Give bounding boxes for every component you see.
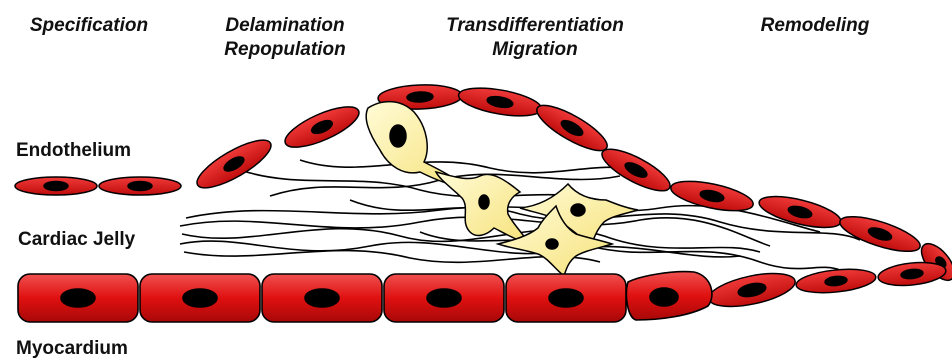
endothelial-cell	[280, 99, 364, 155]
endothelial-cell	[457, 83, 544, 121]
delaminating-cell	[366, 102, 466, 188]
endothelial-cell	[795, 266, 877, 296]
myocardial-cell	[626, 272, 711, 320]
endothelial-cell	[668, 176, 755, 217]
endothelial-cell	[15, 177, 97, 195]
endothelial-cell	[531, 98, 612, 159]
endothelial-cell	[597, 142, 675, 199]
myocardial-cell	[140, 274, 260, 322]
mesenchymal-cells	[366, 102, 638, 276]
myocardial-cell	[18, 274, 138, 322]
endothelial-cell	[99, 177, 181, 195]
myocardial-cell	[506, 274, 626, 322]
endothelial-cell	[191, 132, 277, 197]
myocardial-cell	[262, 274, 382, 322]
endothelial-cell	[836, 210, 923, 259]
jelly-fiber	[300, 160, 640, 173]
myocardium-layer	[18, 272, 712, 322]
endothelial-cell	[706, 267, 798, 313]
cardiac-jelly-fibers	[180, 160, 860, 270]
endothelial-cell	[877, 260, 947, 289]
myocardial-cell	[384, 274, 504, 322]
